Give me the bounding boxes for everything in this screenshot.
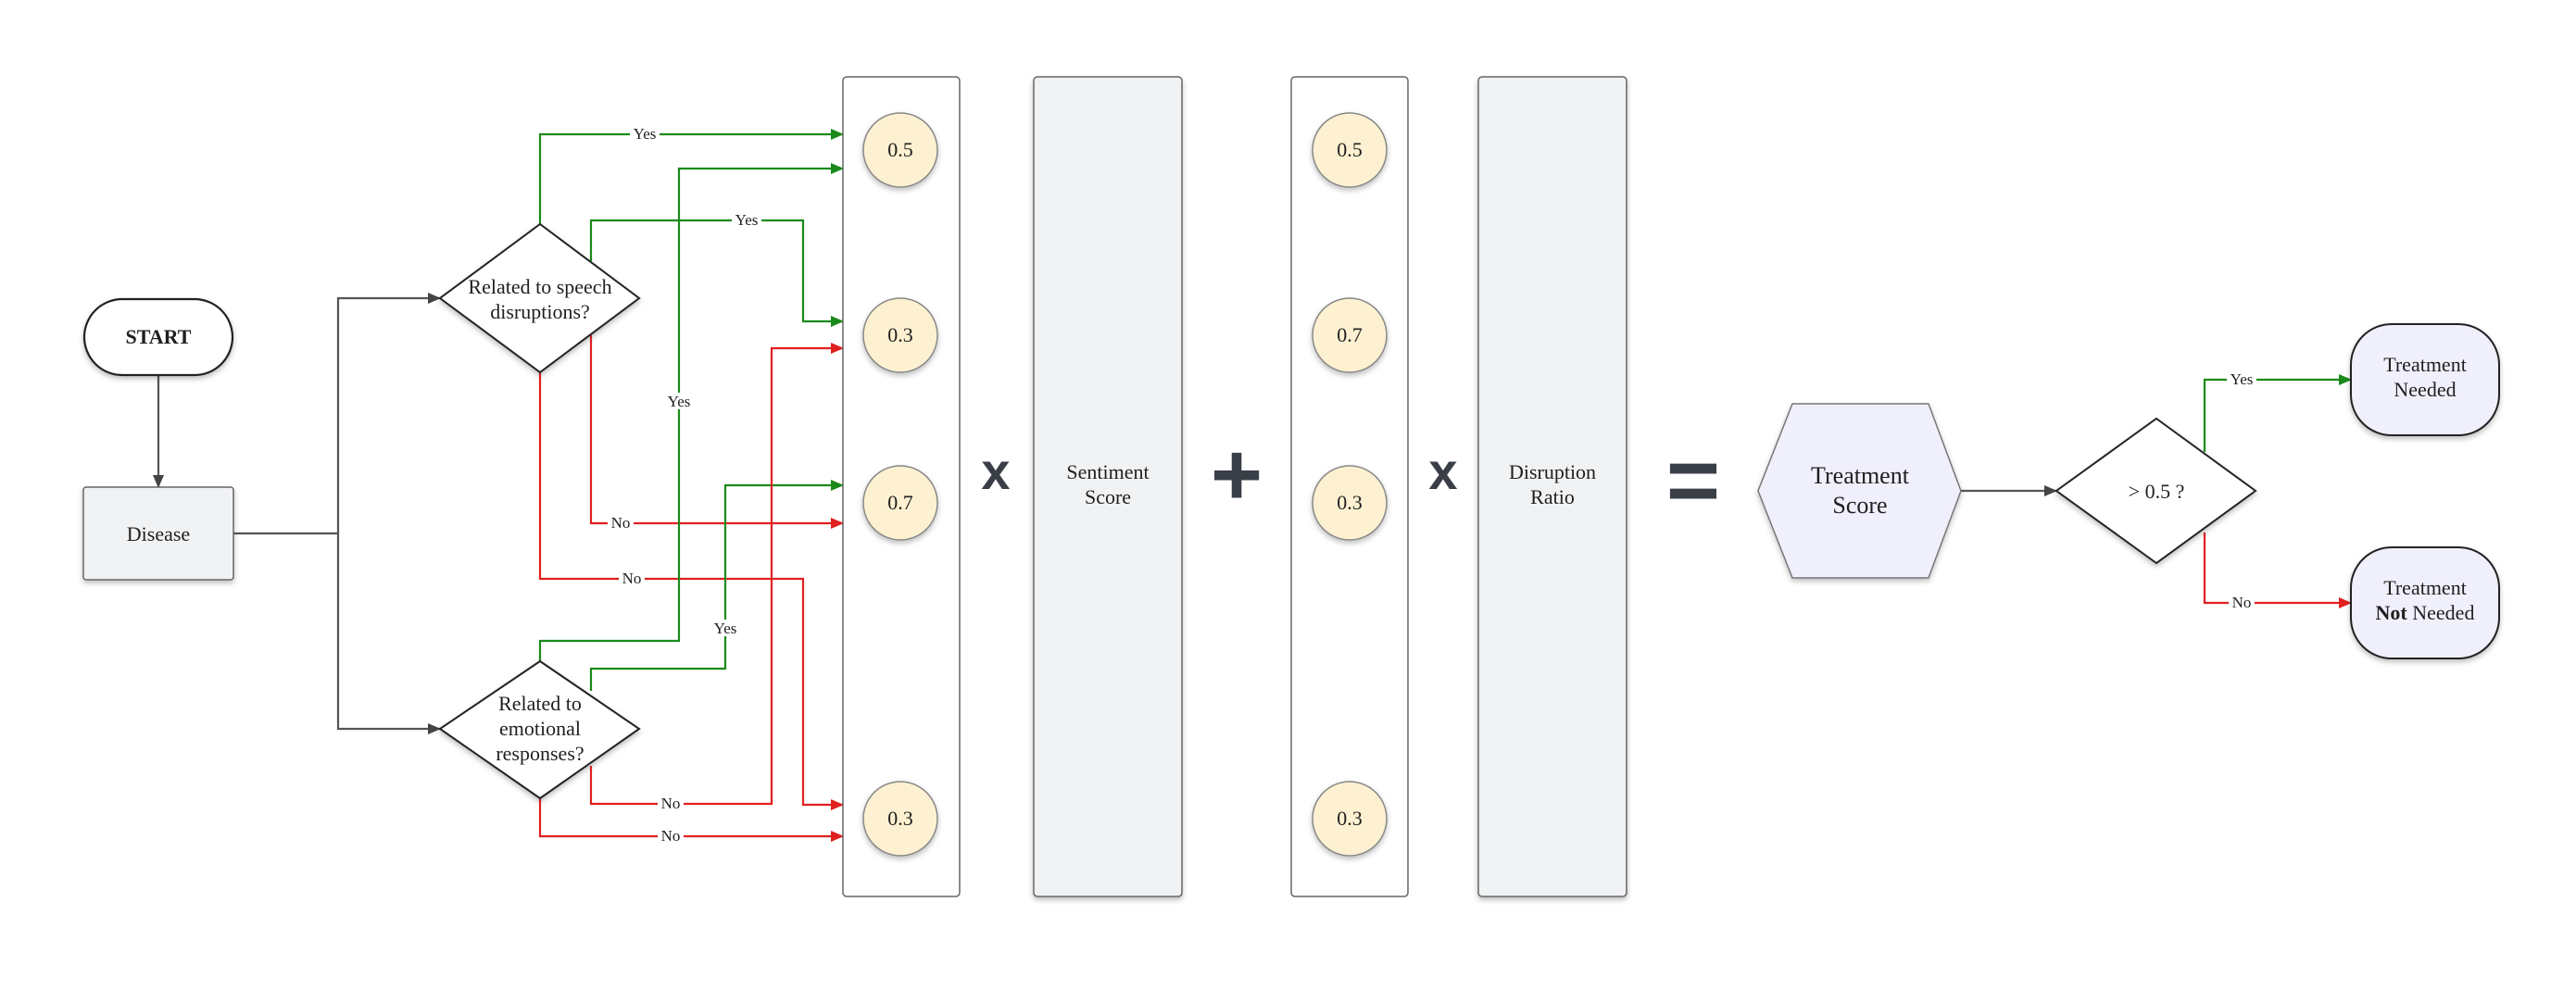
disease-node: Disease — [82, 486, 234, 581]
edge-to-speech — [336, 293, 441, 533]
decision-speech: Related to speech disruptions? — [438, 222, 641, 374]
weight-value: 0.3 — [887, 323, 913, 346]
outcome-needed-node: Treatment Needed — [2350, 323, 2500, 436]
treatment-score-node: Treatment Score — [1757, 403, 1962, 579]
disruption-ratio-box: Disruption Ratio — [1477, 76, 1627, 897]
edge-emotion-no-1 — [589, 343, 844, 806]
sentiment-line2: Score — [1085, 485, 1131, 508]
outcome-not-needed-node: Treatment Not Needed — [2350, 546, 2500, 659]
weight-value: 0.5 — [887, 138, 913, 161]
needed-line2: Needed — [2394, 378, 2456, 401]
weight-circle: 0.5 — [1312, 112, 1388, 188]
weight-circle: 0.3 — [1312, 465, 1388, 541]
edge-label-yes: Yes — [714, 620, 737, 637]
edge-speech-no-2 — [538, 370, 844, 810]
treatment-score-line2: Score — [1832, 492, 1887, 519]
threshold-label: > 0.5 ? — [2129, 480, 2185, 503]
weight-value: 0.5 — [1337, 138, 1363, 161]
edge-speech-yes-1 — [538, 129, 844, 224]
edge-label-no: No — [622, 570, 642, 587]
edge-threshold-no — [2203, 533, 2352, 608]
edge-label-yes: Yes — [634, 125, 657, 143]
sentiment-score-box: Sentiment Score — [1033, 76, 1183, 897]
connectors — [153, 129, 2352, 842]
start-node: START — [82, 297, 234, 377]
edge-emotion-no-2 — [538, 798, 844, 842]
edge-label-yes: Yes — [668, 393, 691, 410]
edge-label-yes: Yes — [735, 211, 759, 229]
weight-value: 0.7 — [887, 491, 913, 514]
weight-value: 0.3 — [1337, 491, 1363, 514]
edge-speech-no-1 — [589, 335, 844, 529]
disease-label: Disease — [127, 522, 190, 545]
weights-right-column: 0.5 0.7 0.3 0.3 — [1290, 76, 1409, 897]
not-needed-rest: Needed — [2407, 601, 2475, 624]
weight-circle: 0.3 — [862, 297, 938, 373]
weight-circle: 0.3 — [862, 781, 938, 857]
edge-label-no: No — [611, 514, 631, 532]
weight-circle: 0.5 — [862, 112, 938, 188]
edge-to-emotion — [336, 533, 441, 734]
multiply-operator: x — [1428, 442, 1457, 500]
disruption-line2: Ratio — [1530, 485, 1575, 508]
edge-emotion-yes-1 — [538, 163, 844, 661]
decision-emotion-line1: Related to — [498, 692, 582, 715]
treatment-score-line1: Treatment — [1811, 462, 1910, 489]
sentiment-line1: Sentiment — [1066, 460, 1149, 483]
equals-operator: = — [1666, 429, 1720, 533]
weight-value: 0.3 — [887, 807, 913, 830]
decision-emotion-line2: emotional — [499, 717, 581, 740]
weight-circle: 0.7 — [862, 465, 938, 541]
weights-left-column: 0.5 0.3 0.7 0.3 — [842, 76, 961, 897]
decision-speech-line2: disruptions? — [490, 300, 590, 323]
not-needed-bold: Not — [2376, 601, 2408, 624]
edge-threshold-yes — [2203, 374, 2352, 452]
start-label: START — [126, 325, 192, 348]
edge-label-yes: Yes — [2230, 370, 2254, 388]
decision-speech-line1: Related to speech — [468, 275, 611, 298]
edge-label-no: No — [2232, 594, 2252, 611]
edge-label-no: No — [661, 795, 681, 812]
weight-value: 0.7 — [1337, 323, 1363, 346]
edge-label-no: No — [661, 827, 681, 845]
weight-value: 0.3 — [1337, 807, 1363, 830]
decision-emotion-line3: responses? — [496, 742, 584, 765]
decision-emotion: Related to emotional responses? — [438, 659, 641, 800]
weight-circle: 0.7 — [1312, 297, 1388, 373]
multiply-operator: x — [981, 442, 1010, 500]
edge-speech-yes-2 — [589, 219, 844, 327]
weight-circle: 0.3 — [1312, 781, 1388, 857]
not-needed-line2: Not Needed — [2376, 601, 2475, 624]
threshold-decision: > 0.5 ? — [2055, 417, 2257, 565]
disruption-line1: Disruption — [1509, 460, 1596, 483]
edge-emotion-yes-2 — [589, 480, 844, 691]
plus-operator: + — [1211, 425, 1263, 524]
not-needed-line1: Treatment — [2383, 576, 2467, 599]
edge-labels: Yes Yes Yes Yes No No No No Yes No — [608, 125, 2256, 845]
needed-line1: Treatment — [2383, 353, 2467, 376]
